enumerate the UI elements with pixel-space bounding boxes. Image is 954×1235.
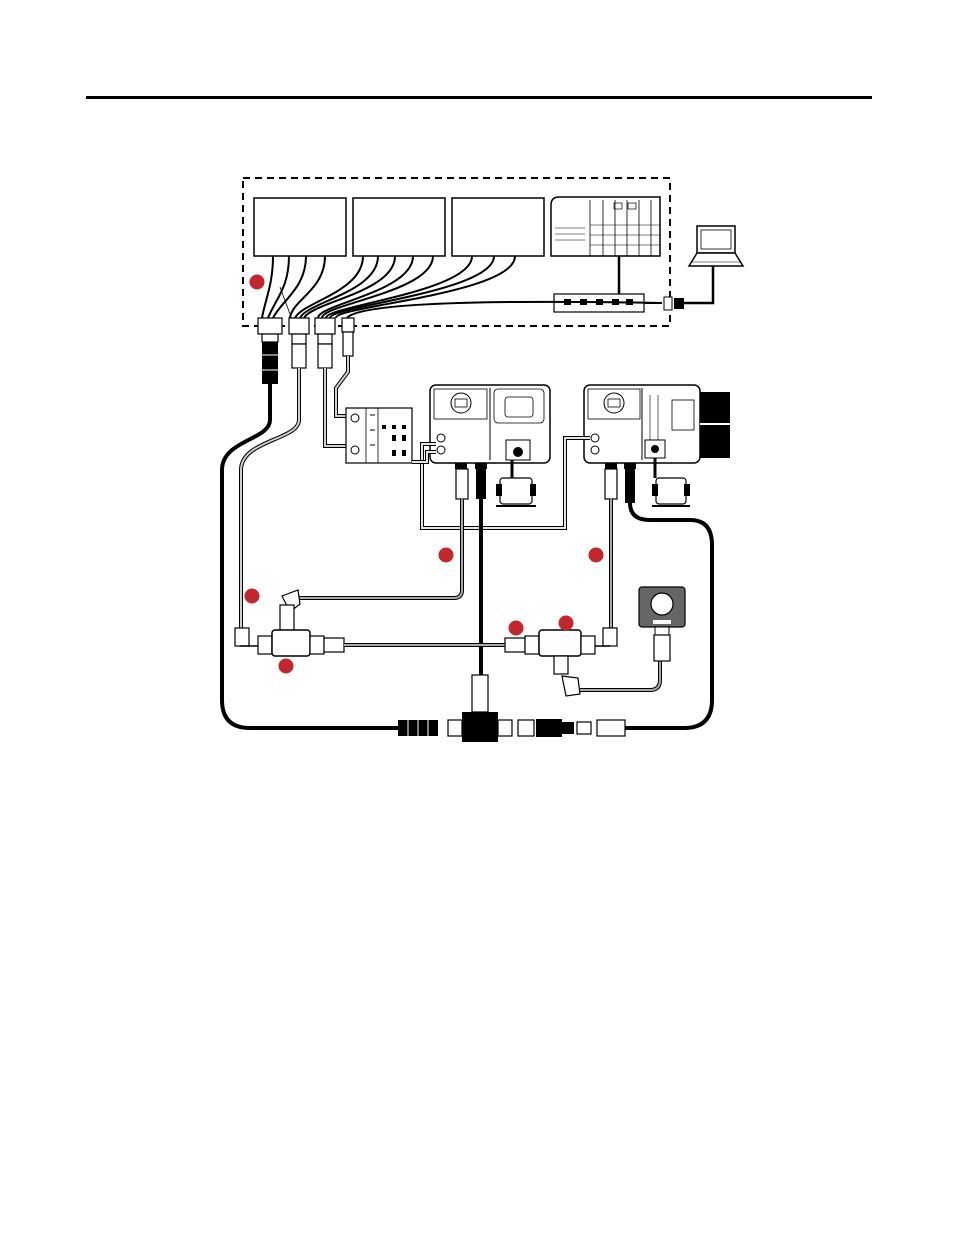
motor-icon: [652, 458, 690, 506]
callout-marker: [439, 548, 454, 563]
power-bus-connectors: [398, 675, 625, 742]
drive-module-icon: [353, 198, 445, 256]
drive-module-icon: [452, 198, 544, 256]
callout-marker: [245, 589, 260, 604]
drive-module-icon: [254, 198, 346, 256]
enable-pendant-icon: [639, 587, 685, 661]
motor-icon: [496, 460, 536, 506]
ethernet-switch-icon: [554, 256, 644, 312]
integrated-drive-motor-2: [584, 385, 730, 469]
callout-marker: [509, 621, 524, 636]
tee-connector-icon: [505, 630, 595, 674]
bulkhead-connector: [258, 318, 354, 344]
integrated-drive-motor-1: [430, 385, 550, 469]
laptop-icon: [689, 226, 743, 266]
callout-marker: [279, 659, 294, 674]
callout-marker: [589, 548, 604, 563]
callout-marker: [559, 616, 574, 631]
io-module-icon: [346, 408, 412, 463]
callout-marker: [250, 275, 265, 290]
controller-chassis-icon: [551, 197, 660, 256]
tee-connector-icon: [258, 630, 344, 656]
